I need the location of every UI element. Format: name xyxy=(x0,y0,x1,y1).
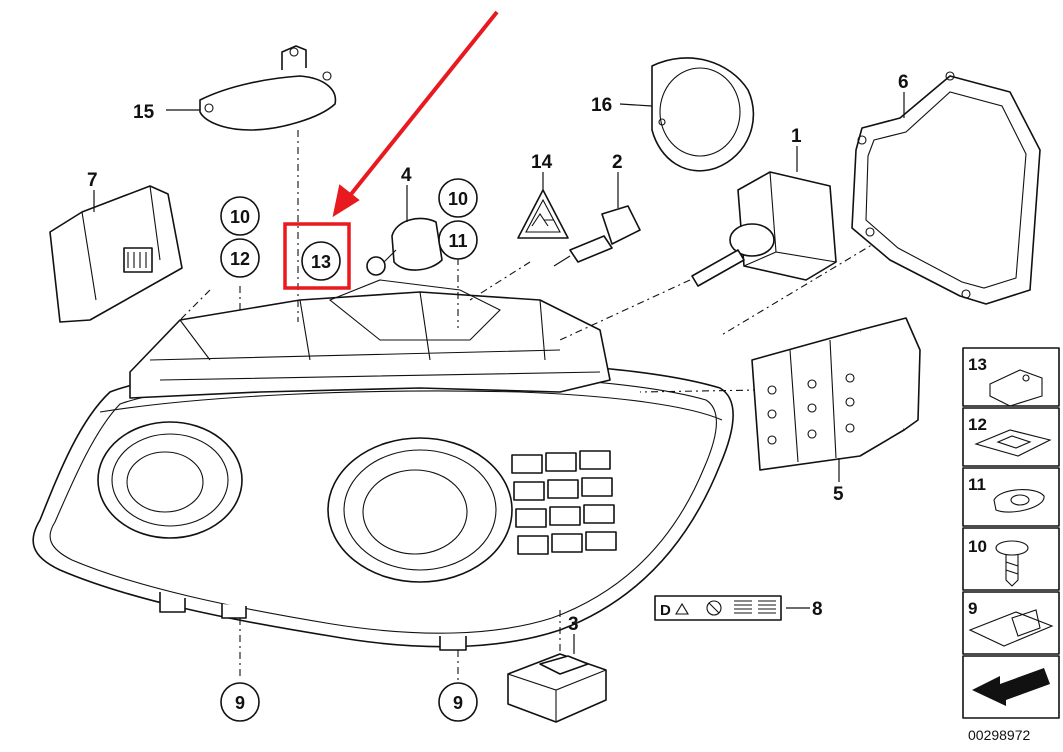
panel-item-11: 11 xyxy=(968,475,986,494)
circled-bottom-right: 9 xyxy=(453,693,463,713)
warning-symbol: D xyxy=(660,602,671,619)
callout-1: 1 xyxy=(791,126,802,147)
circled-highlight: 13 xyxy=(311,252,331,272)
callout-15: 15 xyxy=(133,102,155,123)
callout-3: 3 xyxy=(568,614,579,635)
part-5-led-module xyxy=(751,317,921,471)
circled-left-bottom: 12 xyxy=(230,249,250,269)
reference-number: 00298972 xyxy=(968,727,1031,743)
headlight-housing xyxy=(32,279,734,651)
callout-6: 6 xyxy=(898,72,909,93)
part-1-xenon-bulb xyxy=(691,171,837,287)
part-14-warning-label xyxy=(517,189,569,239)
part-3-ballast-module xyxy=(507,653,607,723)
part-2-halogen-bulb xyxy=(553,205,641,267)
assembly-lines xyxy=(179,130,881,680)
circled-callouts: 10 12 10 11 9 9 13 xyxy=(220,178,478,722)
callout-14: 14 xyxy=(531,152,553,173)
callout-leaders xyxy=(93,92,905,654)
panel-item-10: 10 xyxy=(968,537,987,556)
callout-4: 4 xyxy=(401,165,412,186)
circled-right-bottom: 11 xyxy=(448,231,467,251)
callout-7: 7 xyxy=(87,170,98,191)
small-parts-panel: 13 12 11 10 9 xyxy=(962,347,1060,719)
callout-16: 16 xyxy=(591,95,612,116)
highlight-box xyxy=(283,222,351,290)
part-16-dust-cap xyxy=(651,57,755,172)
panel-item-12: 12 xyxy=(968,415,987,434)
part-8-warning-label: D xyxy=(654,595,782,621)
panel-item-9: 9 xyxy=(968,599,977,618)
panel-item-13: 13 xyxy=(968,355,987,374)
circled-bottom-left: 9 xyxy=(235,693,245,713)
part-4-bulb-socket xyxy=(366,217,443,276)
part-15-cover-cap xyxy=(199,45,337,131)
circled-right-top: 10 xyxy=(448,189,468,209)
part-7-control-unit xyxy=(49,185,183,323)
callout-8: 8 xyxy=(812,599,823,620)
callout-5: 5 xyxy=(833,484,844,505)
callout-2: 2 xyxy=(612,152,623,173)
red-arrow xyxy=(332,10,499,218)
circled-left-top: 10 xyxy=(230,207,250,227)
part-6-gasket-frame xyxy=(851,71,1041,305)
